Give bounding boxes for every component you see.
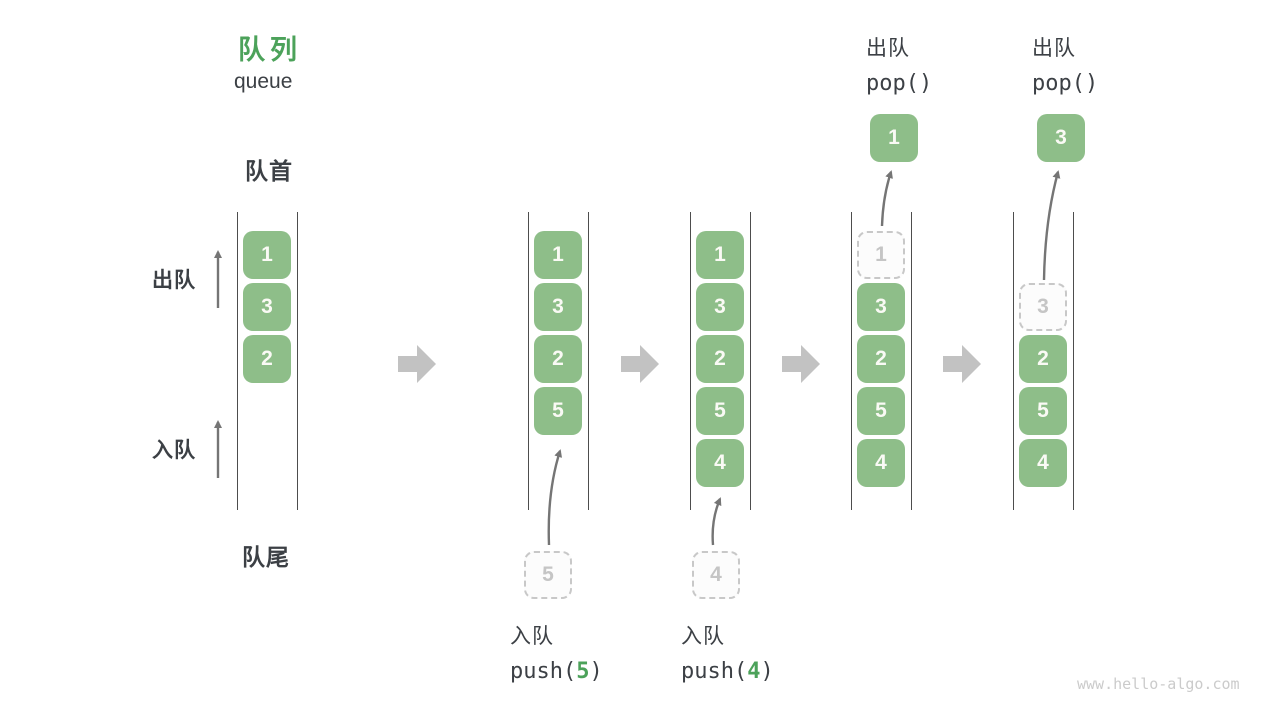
push4-arg: 4: [747, 659, 761, 684]
push4-code: push(4): [681, 659, 774, 684]
queue1-cell-1: 1: [243, 231, 291, 279]
queue5-removed-cell: 3: [1019, 283, 1067, 331]
queue-state-1: 1 3 2: [237, 212, 298, 510]
push5-code: push(5): [510, 659, 603, 684]
transition-arrow-2: [621, 345, 659, 383]
queue3-cell-1: 1: [696, 231, 744, 279]
queue3-cell-4: 5: [696, 387, 744, 435]
queue-rear-label: 队尾: [242, 544, 290, 570]
popped-1-box: 1: [870, 114, 918, 162]
pending-push-4-box: 4: [692, 551, 740, 599]
pop2-label: 出队: [1032, 37, 1076, 60]
push-operation-5: 入队 push(5): [510, 620, 603, 684]
queue-state-3: 1 3 2 5 4: [690, 212, 751, 510]
site-watermark: www.hello-algo.com: [1077, 675, 1240, 693]
transition-arrow-4: [943, 345, 981, 383]
queue4-cell-3: 2: [857, 335, 905, 383]
queue2-cell-4: 5: [534, 387, 582, 435]
queue1-cell-2: 3: [243, 283, 291, 331]
transition-arrow-3: [782, 345, 820, 383]
queue3-cell-3: 2: [696, 335, 744, 383]
pop-operation-2: 出队 pop(): [1032, 32, 1098, 96]
queue5-cell-4: 5: [1019, 387, 1067, 435]
page-title: 队列: [238, 35, 302, 65]
queue3-cell-2: 3: [696, 283, 744, 331]
push5-arg: 5: [576, 659, 590, 684]
push5-label: 入队: [510, 625, 554, 648]
pop2-code: pop(): [1032, 71, 1099, 96]
push-operation-4: 入队 push(4): [681, 620, 774, 684]
queue2-cell-2: 3: [534, 283, 582, 331]
queue4-cell-5: 4: [857, 439, 905, 487]
queue2-cell-3: 2: [534, 335, 582, 383]
queue-state-5: 3 2 5 4: [1013, 212, 1074, 510]
queue4-removed-cell: 1: [857, 231, 905, 279]
queue5-cell-3: 2: [1019, 335, 1067, 383]
queue4-cell-4: 5: [857, 387, 905, 435]
pop-operation-1: 出队 pop(): [866, 32, 932, 96]
pop1-label: 出队: [866, 37, 910, 60]
pending-push-5-box: 5: [524, 551, 572, 599]
queue-state-4: 1 3 2 5 4: [851, 212, 912, 510]
queue-state-2: 1 3 2 5: [528, 212, 589, 510]
popped-3-box: 3: [1037, 114, 1085, 162]
enqueue-side-label: 入队: [152, 439, 196, 462]
queue5-cell-5: 4: [1019, 439, 1067, 487]
dequeue-side-label: 出队: [152, 269, 196, 292]
transition-arrow-1: [398, 345, 436, 383]
queue3-cell-5: 4: [696, 439, 744, 487]
page-subtitle: queue: [234, 70, 293, 93]
queue1-cell-3: 2: [243, 335, 291, 383]
queue-front-label: 队首: [245, 158, 293, 184]
queue4-cell-2: 3: [857, 283, 905, 331]
queue2-cell-1: 1: [534, 231, 582, 279]
push4-label: 入队: [681, 625, 725, 648]
pop1-code: pop(): [866, 71, 933, 96]
